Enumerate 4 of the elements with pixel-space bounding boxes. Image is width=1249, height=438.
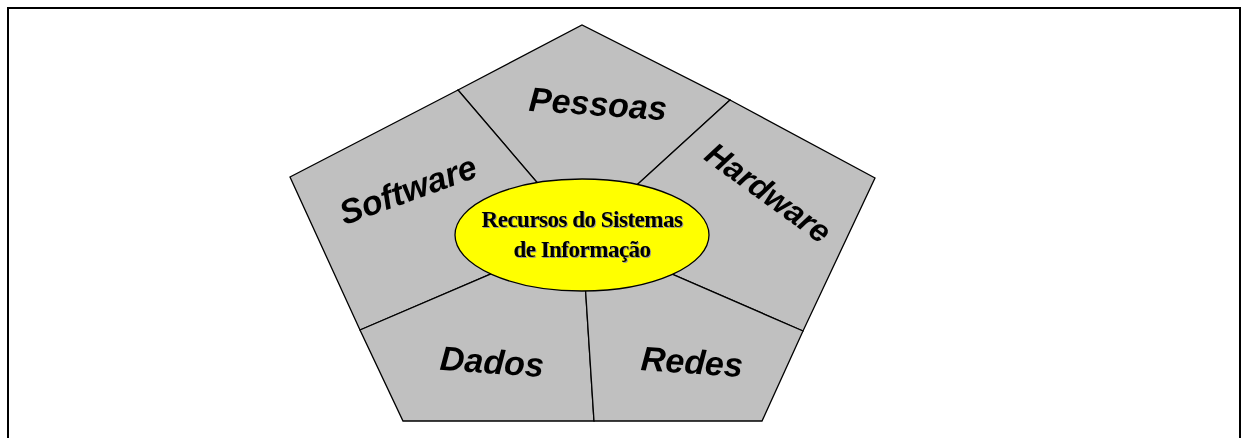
segment-label: Redes <box>639 339 745 385</box>
segment-label: Dados <box>438 338 546 386</box>
segment-label: Pessoas <box>527 79 669 129</box>
center-title: Recursos do Sistemas de Informação <box>480 206 684 264</box>
